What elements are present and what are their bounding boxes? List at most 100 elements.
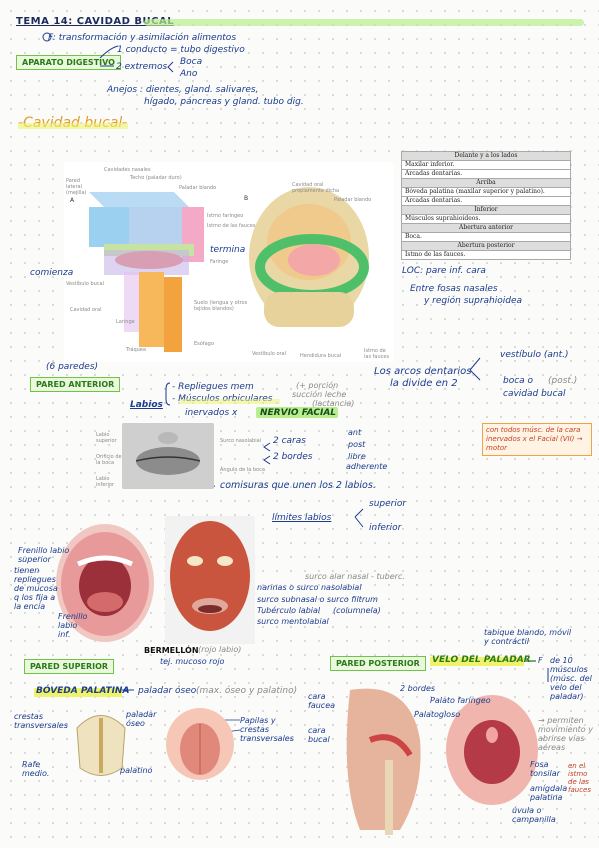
palatogloso: Palatogloso <box>414 710 461 719</box>
amigdala-palatina: amígdala palatina <box>530 784 568 802</box>
labios-grey-2: succión leche <box>292 390 347 399</box>
papilas-crestas: Papilas y crestas transversales <box>240 716 294 743</box>
facial-note: con todos músc. de la cara inervados x e… <box>482 423 592 456</box>
loc-line-2: Entre fosas nasales <box>410 284 498 294</box>
lips-photo <box>122 423 214 489</box>
fig-label-esofago: Esófago <box>194 341 214 347</box>
velo-f: F <box>538 656 543 665</box>
fig-termina: termina <box>210 245 246 255</box>
labios-grey-1: (+ porción <box>296 381 339 390</box>
limites-inferior: inferior <box>369 523 402 533</box>
limits-table-cell: Boca. <box>401 232 571 242</box>
labios-adherente: adherente <box>346 462 388 471</box>
fig-a-letter: A <box>70 197 75 204</box>
title-highlight-bar <box>144 19 584 26</box>
arcos-boca: boca o <box>503 376 534 386</box>
nervio-facial-highlight <box>256 407 338 418</box>
tej-mucoso: tej. mucoso rojo <box>160 657 225 666</box>
palate-bone-image <box>72 708 130 780</box>
fig-label-hendidura: Hendidura bucal <box>300 353 342 359</box>
fosa-tonsilar: Fosa tonsilar <box>530 760 560 778</box>
palatino-label: palatino <box>120 766 153 775</box>
musculos-highlight <box>180 399 280 404</box>
velo-musculos: de 10 músculos (músc. del velo del palad… <box>550 656 592 701</box>
sagittal-head-image <box>340 680 428 840</box>
fig-label-istmo-faringeo: Istmo faríngeo <box>207 213 244 219</box>
istmo-fauces: en el istmo de las fauces <box>568 762 591 794</box>
rafe-medio: Rafe medio. <box>22 760 50 778</box>
lips-label-angulo: Ángulo de la boca <box>220 467 265 473</box>
fig-label-suelo: Suelo (lengua y otros tejidos blandos) <box>194 300 248 312</box>
lips-label-surco: Surco nasolabial <box>220 438 262 444</box>
limits-table-cell: Bóveda palatina (maxilar superior y pala… <box>401 187 571 197</box>
aparato-function: F: transformación y asimilación alimento… <box>48 33 237 43</box>
page-title: TEMA 14: CAVIDAD BUCAL <box>16 16 175 27</box>
labios-caras: 2 caras <box>273 436 306 446</box>
bermellon-2: (rojo labio) <box>198 645 242 654</box>
frenillo-inf: Frenillo labio inf. <box>58 612 88 639</box>
crestas-transversales: crestas transversales <box>14 712 68 730</box>
velo-paladar: VELO DEL PALADAR <box>432 655 531 665</box>
paladar-oseo-label: paladar óseo <box>126 710 157 728</box>
aparato-anejos-2: hígado, páncreas y gland. tubo dig. <box>144 97 304 107</box>
velo-highlight <box>430 657 524 666</box>
arcos-line-2: la divide en 2 <box>390 378 458 389</box>
labios-inervados: inervados x <box>185 408 238 418</box>
limits-table-row: Boca. <box>401 232 571 242</box>
pared-superior-label: PARED SUPERIOR <box>24 659 115 674</box>
limits-table-row: Bóveda palatina (maxilar superior y pala… <box>401 187 571 197</box>
limites-superior: superior <box>369 499 407 509</box>
limits-table-header-row: Abertura anterior <box>401 223 571 233</box>
limites-labios: límites labios <box>272 513 332 523</box>
paredes-count: (6 paredes) <box>46 362 99 372</box>
fig-label-cavidades: Cavidades nasales <box>104 167 151 173</box>
limits-table-header-row: Delante y a los lados <box>401 151 571 161</box>
limits-table-cell: Arcadas dentarias. <box>401 196 571 206</box>
limits-table-cell: Abertura posterior <box>401 241 571 251</box>
pared-posterior-label: PARED POSTERIOR <box>330 656 426 671</box>
aparato-conducto: 1 conducto = tubo digestivo <box>117 45 245 55</box>
lips-label-inf: Labio inferior <box>96 476 114 488</box>
limits-table-cell: Inferior <box>401 205 571 215</box>
surco-mentolabial: surco mentolabial <box>257 617 329 626</box>
fig-label-paladar-blando-b: Paladar blando <box>334 197 372 203</box>
facial-note-text: con todos músc. de la cara inervados x e… <box>486 426 583 452</box>
velo-bordes: 2 bordes <box>400 684 436 693</box>
mouth-open-photo-right <box>442 690 542 808</box>
surco-subnasal: surco subnasal o surco filtrum <box>257 595 378 604</box>
mouth-open-photo-left <box>56 524 154 642</box>
aparato-extremos: 2 extremos <box>116 62 168 72</box>
face-tienen: tienen repliegues de mucosa q los fija a… <box>14 566 58 611</box>
boveda-highlight <box>34 688 122 697</box>
limits-table-row: Maxilar inferior. <box>401 160 571 170</box>
fig-label-mejilla: Pared lateral (mejilla) <box>66 178 87 196</box>
tuberculo-labial: Tubérculo labial <box>257 606 321 615</box>
palate-mucosa-image <box>162 704 238 782</box>
fig-label-vestibulo-oral: Vestíbulo oral <box>252 351 287 357</box>
fig-label-vestibulo: Vestíbulo bucal <box>66 281 104 287</box>
lips-label-sup: Labio superior <box>96 432 117 444</box>
labios-ant: ant <box>348 428 362 437</box>
aparato-boca: Boca <box>180 57 203 67</box>
limits-table-header-row: Abertura posterior <box>401 241 571 251</box>
paladar-oseo: paladar óseo <box>138 686 197 696</box>
limits-table-cell: Arriba <box>401 178 571 188</box>
fig-labels: Pared lateral (mejilla) Cavidades nasale… <box>64 162 394 362</box>
limits-table-cell: Istmo de las fauces. <box>401 250 571 260</box>
narinas: narinas o surco nasolabial <box>257 583 362 592</box>
surco-alar: surco alar nasal - tuberc. <box>305 572 405 581</box>
uvula: úvula o campanilla <box>512 806 556 824</box>
fig-label-cavidad-oral: Cavidad oral <box>70 307 102 313</box>
arcos-line-1: Los arcos dentarios <box>374 366 472 377</box>
face-muscles-image <box>165 516 255 644</box>
cavity-diagram: A B <box>70 187 369 352</box>
labios-nervio-facial: NERVIO FACIAL <box>260 408 337 418</box>
fig-b-letter: B <box>244 195 248 202</box>
boveda-palatina: BÓVEDA PALATINA <box>36 686 130 696</box>
limits-table-header-row: Inferior <box>401 205 571 215</box>
limits-table-cell: Delante y a los lados <box>401 151 571 161</box>
palato-faringeo: Palato faríngeo <box>430 696 491 705</box>
fig-label-traquea: Tráquea <box>126 347 146 353</box>
